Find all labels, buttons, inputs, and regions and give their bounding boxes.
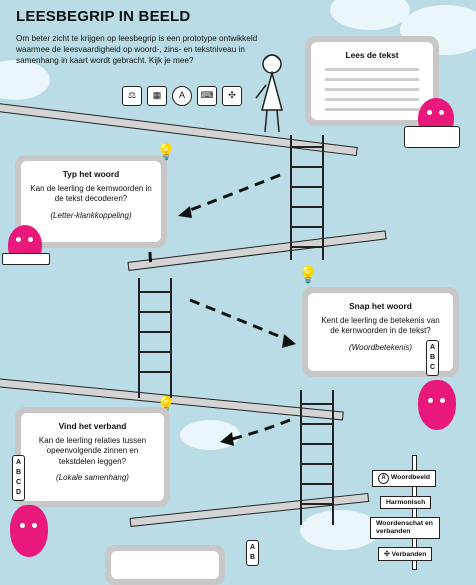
choice-letter: C — [16, 479, 22, 486]
cloud — [300, 510, 380, 550]
sign-harmonisch: Harmonisch — [380, 496, 432, 509]
mascot — [418, 380, 456, 430]
choice-letter: A — [430, 344, 436, 351]
sign-label: Woordenschat en verbanden — [376, 520, 433, 535]
panel-question: Kent de leerling de betekenis van de ker… — [321, 315, 440, 336]
page-title: LEESBEGRIP IN BEELD — [16, 8, 191, 25]
panel-question: Kan de leerling de kernwoorden in de tek… — [30, 183, 152, 204]
ladder — [290, 135, 324, 260]
path-arrows — [148, 173, 296, 446]
panel-title: Vind het verband — [58, 421, 127, 431]
abacus-icon: ▦ — [147, 86, 167, 106]
multiple-choice-card: A B C D — [12, 455, 26, 501]
multiple-choice-card: A B — [246, 540, 260, 566]
choice-letter: B — [250, 554, 256, 561]
choice-letter: A — [250, 544, 256, 551]
panel-typ-het-woord: Typ het woord Kan de leerling de kernwoo… — [15, 155, 167, 248]
intro-text: Om beter zicht te krijgen op leesbegrip … — [16, 34, 258, 65]
lightbulb-icon: 💡 — [298, 267, 318, 284]
stick-figure — [255, 54, 283, 133]
choice-letter: C — [430, 364, 436, 371]
panel-title: Typ het woord — [62, 169, 120, 179]
sign-label: Verbanden — [391, 551, 427, 558]
network-icon: ✣ — [222, 86, 242, 106]
panel-note: (Lokale samenhang) — [56, 473, 129, 482]
scales-icon: ⚖ — [122, 86, 142, 106]
choice-letter: A — [16, 459, 22, 466]
letter-a-icon: A — [172, 86, 192, 106]
sign-label: Harmonisch — [386, 499, 426, 506]
sign-woordenschat: Woordenschat en verbanden — [370, 517, 440, 539]
ladder — [300, 390, 334, 525]
ladder — [138, 278, 172, 398]
choice-letter: B — [430, 354, 436, 361]
choice-letter: D — [16, 489, 22, 496]
typewriter-icon: ⌨ — [197, 86, 217, 106]
network-icon: ✣ — [384, 551, 390, 558]
text-lines — [319, 67, 425, 111]
panel-title: Snap het woord — [349, 301, 412, 311]
sign-verbanden: ✣ Verbanden — [378, 547, 433, 561]
panel-lees-de-tekst: Lees de tekst — [305, 36, 439, 126]
choice-letter: B — [16, 469, 22, 476]
sign-label: Woordbeeld — [390, 474, 431, 481]
panel-note: (Letter-klankkoppeling) — [50, 210, 132, 220]
book-icon — [404, 126, 460, 148]
letter-a-icon: A — [378, 473, 389, 484]
mascot — [10, 505, 48, 557]
keyboard-icon — [2, 253, 50, 265]
panel-note: (Woordbetekenis) — [348, 342, 413, 352]
sign-woordbeeld: A Woordbeeld — [372, 470, 437, 487]
multiple-choice-card: A B C — [426, 340, 440, 376]
panel-question: Kan de leerling relaties tussen opeenvol… — [38, 435, 147, 466]
panel-vind-het-verband: Vind het verband Kan de leerling relatie… — [15, 407, 170, 507]
panel-title: Lees de tekst — [345, 50, 399, 60]
panel-partial — [105, 545, 225, 585]
